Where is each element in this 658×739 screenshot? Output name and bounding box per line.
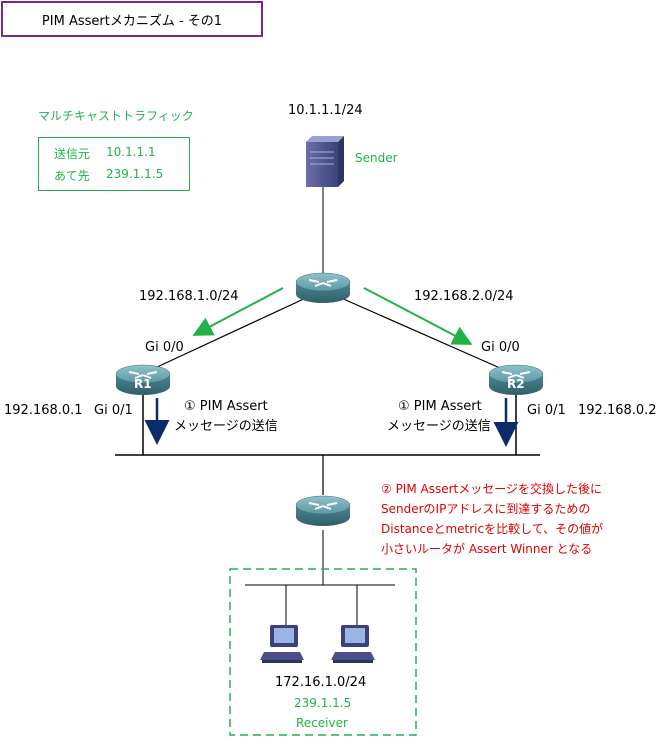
source-label: 送信元 [54,147,91,161]
r1-address: 192.168.0.1 [4,403,83,418]
note-line-4: 小さいルータが Assert Winner となる [381,542,593,556]
traffic-heading: マルチキャストトラフィック [38,109,194,123]
r2-upstream-interface: Gi 0/0 [481,340,520,355]
dest-value: 239.1.1.5 [106,167,164,181]
link-core-r1 [154,289,324,369]
r1-router-icon [115,364,171,395]
note-line-2: SenderのIPアドレスに到達するための [381,502,591,516]
receiver-pc-1-icon [260,625,304,663]
r2-assert-line2: メッセージの送信 [387,419,491,434]
diagram-title: PIM Assertメカニズム - その1 [41,13,223,29]
receiver-area [229,568,417,736]
dest-label: あて先 [54,169,90,183]
receiver-pc-2-icon [331,625,375,663]
link-right-subnet: 192.168.2.0/24 [414,289,514,304]
r2-address: 192.168.0.2 [578,403,657,418]
core-router-icon [295,272,351,303]
r1-assert-line1: ① PIM Assert [184,399,268,414]
multicast-arrow-left [192,287,284,336]
r1-assert-line2: メッセージの送信 [174,419,278,434]
r1-name: R1 [134,377,152,391]
source-value: 10.1.1.1 [106,145,156,159]
sender-label: Sender [355,151,398,165]
r1-downstream-interface: Gi 0/1 [94,403,133,418]
diagram-title-box: PIM Assertメカニズム - その1 [1,1,263,37]
traffic-info-box: 送信元 10.1.1.1 あて先 239.1.1.5 [38,137,190,191]
r2-assert-line1: ① PIM Assert [398,399,482,414]
multicast-arrow-right [363,287,473,345]
receiver-group: 239.1.1.5 [294,696,352,710]
note-line-3: Distanceとmetricを比較して、その値が [381,522,604,536]
sender-subnet: 10.1.1.1/24 [288,103,363,118]
r2-downstream-interface: Gi 0/1 [527,403,566,418]
link-left-subnet: 192.168.1.0/24 [139,289,239,304]
sender-server-icon [306,136,344,187]
r2-name: R2 [507,377,525,391]
receiver-subnet: 172.16.1.0/24 [275,675,367,690]
link-core-r2 [322,289,501,369]
note-line-1: ② PIM Assertメッセージを交換した後に [381,482,603,496]
r2-router-icon [488,364,544,395]
r1-upstream-interface: Gi 0/0 [145,340,184,355]
receiver-label: Receiver [296,716,348,730]
receiver-router-icon [295,495,351,526]
